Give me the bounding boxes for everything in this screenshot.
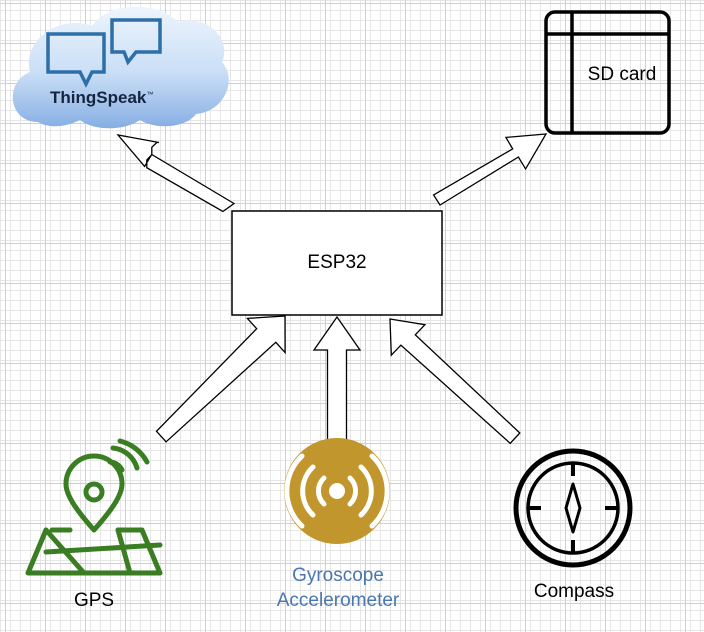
thingspeak-name: ThingSpeak bbox=[50, 88, 147, 107]
esp32-label: ESP32 bbox=[307, 252, 367, 273]
arrow-esp32-to-thingspeak bbox=[116, 134, 236, 213]
thingspeak-trademark: ™ bbox=[146, 91, 154, 99]
gps-map-pin-icon bbox=[25, 438, 163, 576]
arrow-gps-to-esp32 bbox=[155, 315, 286, 443]
compass-label: Compass bbox=[533, 581, 615, 602]
arrow-gyro-to-esp32 bbox=[312, 315, 362, 441]
gyroscope-label: Gyroscope bbox=[292, 565, 384, 586]
gyroscope-signal-icon bbox=[284, 438, 390, 544]
thingspeak-label: ThingSpeak™ bbox=[50, 88, 153, 108]
sd-card-label: SD card bbox=[587, 64, 657, 85]
accelerometer-label: Accelerometer bbox=[276, 590, 400, 611]
compass-icon bbox=[513, 448, 633, 568]
chat-bubbles-icon bbox=[46, 18, 162, 88]
gps-label: GPS bbox=[73, 590, 115, 611]
thingspeak-cloud-icon bbox=[12, 6, 229, 129]
esp32-box[interactable] bbox=[231, 210, 443, 316]
arrow-compass-to-esp32 bbox=[389, 318, 521, 445]
arrow-esp32-to-sdcard bbox=[432, 133, 548, 206]
gyro-accel-label: Gyroscope Accelerometer bbox=[248, 563, 428, 613]
sd-card-icon bbox=[544, 10, 671, 135]
